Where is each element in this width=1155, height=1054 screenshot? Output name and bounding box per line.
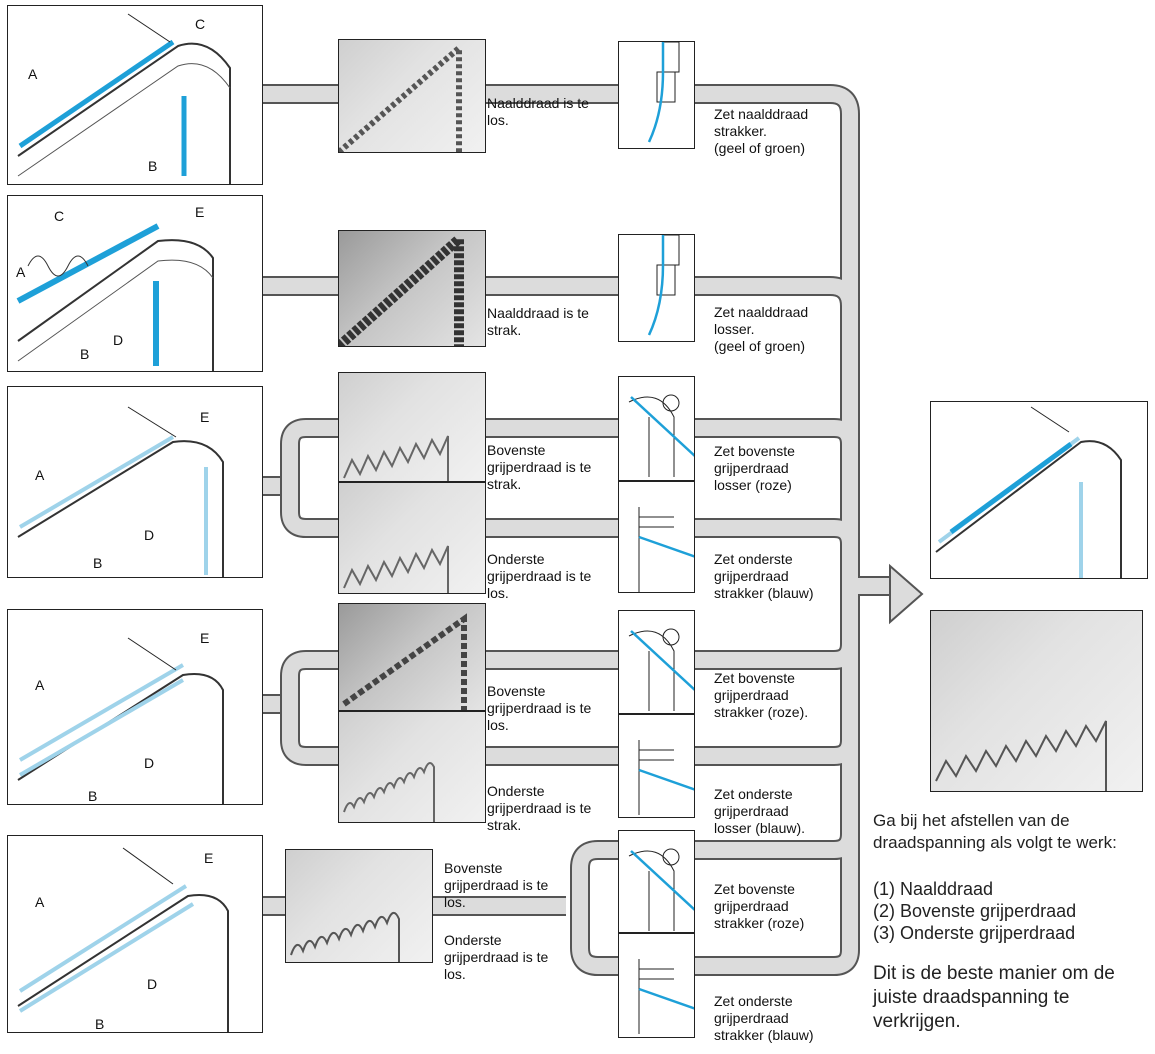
action-needle-loosen: Zet naalddraad losser. (geel of groen)	[714, 304, 809, 354]
result-needle-tight: Naalddraad is te strak.	[487, 305, 589, 338]
needle-tension-diagram-loosen	[618, 234, 695, 342]
stitch-diagram-needle-tight: A B C D E	[7, 195, 263, 372]
result-lower-looper-loose: Onderste grijperdraad is te los.	[487, 551, 592, 601]
label-a: A	[35, 467, 45, 483]
instruction-step-2: (2) Bovenste grijperdraad	[873, 901, 1077, 921]
upper-looper-diagram-loosen	[618, 376, 695, 481]
label-a: A	[28, 66, 38, 82]
fabric-photo-lower-tight	[338, 711, 486, 823]
label-e: E	[200, 409, 210, 425]
result-upper-looper-loose-2: Bovenste grijperdraad is te los.	[444, 860, 549, 910]
action-needle-tighten: Zet naalddraad strakker. (geel of groen)	[714, 106, 809, 156]
label-e: E	[204, 850, 214, 866]
result-needle-loose: Naalddraad is te los.	[487, 95, 589, 128]
lower-looper-diagram-tighten-2	[618, 933, 695, 1038]
fabric-photo-both-loose	[285, 849, 433, 963]
fabric-photo-needle-tight	[338, 230, 486, 347]
result-arrow-head	[889, 563, 924, 625]
fabric-photo-needle-loose	[338, 39, 486, 153]
instructions-intro: Ga bij het afstellen van de draadspannin…	[873, 811, 1117, 852]
action-lower-looper-tighten-2: Zet onderste grijperdraad strakker (blau…	[714, 993, 814, 1043]
action-upper-looper-loosen: Zet bovenste grijperdraad losser (roze)	[714, 443, 795, 493]
stitch-diagram-looper-set-1: A B D E	[7, 386, 263, 578]
label-d: D	[147, 976, 158, 992]
action-upper-looper-tighten-2: Zet bovenste grijperdraad strakker (roze…	[714, 881, 805, 931]
label-a: A	[16, 264, 26, 280]
upper-looper-diagram-tighten-2	[618, 830, 695, 933]
fabric-photo-correct	[930, 610, 1143, 792]
stitch-diagram-correct	[930, 401, 1148, 579]
label-d: D	[113, 332, 124, 348]
needle-tension-diagram-tighten	[618, 41, 695, 149]
stitch-diagram-looper-set-2: A B D E	[7, 609, 263, 805]
label-b: B	[95, 1016, 105, 1032]
stitch-diagram-needle-loose: A B C	[7, 5, 263, 185]
lower-looper-diagram-loosen	[618, 714, 695, 818]
fabric-photo-upper-tight	[338, 372, 486, 482]
label-b: B	[93, 555, 103, 571]
result-upper-looper-loose: Bovenste grijperdraad is te los.	[487, 683, 592, 733]
upper-looper-diagram-tighten	[618, 610, 695, 714]
label-b: B	[88, 788, 98, 804]
action-lower-looper-loosen: Zet onderste grijperdraad losser (blauw)…	[714, 786, 806, 836]
label-a: A	[35, 677, 45, 693]
instructions-outro: Dit is de beste manier om de juiste draa…	[873, 963, 1115, 1032]
action-upper-looper-tighten: Zet bovenste grijperdraad strakker (roze…	[714, 670, 809, 720]
label-e: E	[195, 204, 205, 220]
label-b: B	[148, 158, 158, 174]
lower-looper-diagram-tighten	[618, 481, 695, 593]
result-upper-looper-tight: Bovenste grijperdraad is te strak.	[487, 442, 592, 492]
result-lower-looper-tight: Onderste grijperdraad is te strak.	[487, 783, 592, 833]
fabric-photo-upper-loose	[338, 603, 486, 711]
instruction-step-1: (1) Naalddraad	[873, 879, 994, 899]
instruction-step-3: (3) Onderste grijperdraad	[873, 923, 1076, 943]
action-lower-looper-tighten: Zet onderste grijperdraad strakker (blau…	[714, 551, 814, 601]
label-c: C	[54, 208, 65, 224]
fabric-photo-lower-loose	[338, 482, 486, 594]
label-b: B	[80, 346, 90, 362]
stitch-diagram-looper-set-3: A B D E	[7, 835, 263, 1033]
label-d: D	[144, 755, 155, 771]
label-a: A	[35, 894, 45, 910]
label-e: E	[200, 630, 210, 646]
label-c: C	[195, 16, 206, 32]
result-lower-looper-loose-2: Onderste grijperdraad is te los.	[444, 932, 549, 982]
label-d: D	[144, 527, 155, 543]
